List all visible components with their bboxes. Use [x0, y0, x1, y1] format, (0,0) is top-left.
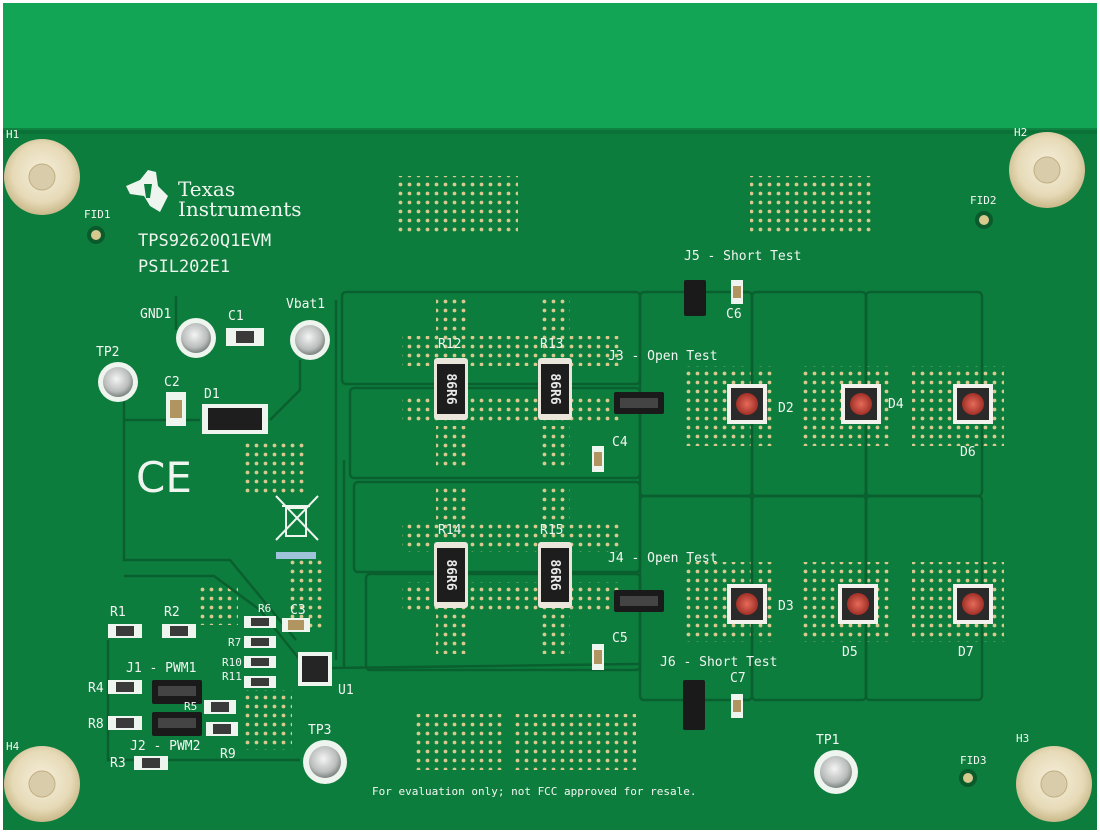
- label-r10: R10: [222, 656, 242, 669]
- label-c4: C4: [612, 435, 628, 450]
- label-d5: D5: [842, 645, 858, 660]
- label-r4: R4: [88, 681, 104, 696]
- label-d6: D6: [960, 445, 976, 460]
- weee-bin-icon: [275, 495, 319, 541]
- label-fid3: FID3: [960, 754, 987, 767]
- label-h1: H1: [6, 128, 19, 141]
- label-c2: C2: [164, 375, 180, 390]
- label-h4: H4: [6, 740, 20, 753]
- label-j2: J2 - PWM2: [130, 739, 200, 754]
- footer-note: For evaluation only; not FCC approved fo…: [372, 785, 697, 798]
- label-j3: J3 - Open Test: [608, 349, 718, 364]
- label-r14: R14: [438, 523, 462, 538]
- brand-line2: Instruments: [178, 197, 302, 221]
- smd-components: [108, 280, 743, 770]
- label-j4: J4 - Open Test: [608, 551, 718, 566]
- label-tp3: TP3: [308, 723, 331, 738]
- power-resistors: [434, 358, 572, 608]
- label-r3: R3: [110, 756, 126, 771]
- label-r9: R9: [220, 747, 236, 762]
- label-r7: R7: [228, 636, 241, 649]
- label-fid2: FID2: [970, 194, 997, 207]
- label-r12: R12: [438, 337, 461, 352]
- label-c5: C5: [612, 631, 628, 646]
- r14-marking: 86R6: [443, 559, 458, 590]
- label-r6: R6: [258, 602, 271, 615]
- ti-logo-icon: [126, 170, 168, 212]
- label-d4: D4: [888, 397, 904, 412]
- label-d7: D7: [958, 645, 974, 660]
- label-c1: C1: [228, 309, 244, 324]
- label-r5: R5: [184, 700, 197, 713]
- label-j1: J1 - PWM1: [126, 661, 196, 676]
- ce-mark: CE: [136, 453, 192, 502]
- label-h3: H3: [1016, 732, 1029, 745]
- label-c6: C6: [726, 307, 742, 322]
- label-fid1: FID1: [84, 208, 111, 221]
- label-tp2: TP2: [96, 345, 119, 360]
- label-r15: R15: [540, 523, 563, 538]
- label-r13: R13: [540, 337, 563, 352]
- label-c3: C3: [290, 603, 306, 618]
- label-j5: J5 - Short Test: [684, 249, 801, 264]
- brand-line1: Texas: [178, 177, 235, 201]
- board-model: TPS92620Q1EVM: [138, 231, 271, 251]
- label-gnd1: GND1: [140, 307, 171, 322]
- label-d3: D3: [778, 599, 794, 614]
- label-c7: C7: [730, 671, 746, 686]
- mounting-holes: [4, 132, 1092, 822]
- jumpers: [152, 280, 706, 736]
- r15-marking: 86R6: [547, 559, 562, 590]
- label-d2: D2: [778, 401, 794, 416]
- label-d1: D1: [204, 387, 220, 402]
- label-u1: U1: [338, 683, 354, 698]
- test-points: [98, 318, 858, 794]
- label-r2: R2: [164, 605, 180, 620]
- label-vbat1: Vbat1: [286, 297, 325, 312]
- r13-marking: 86R6: [547, 373, 562, 404]
- label-tp1: TP1: [816, 733, 839, 748]
- leds: [727, 384, 993, 624]
- fiducials: [87, 211, 993, 787]
- r12-marking: 86R6: [443, 373, 458, 404]
- label-h2: H2: [1014, 126, 1027, 139]
- label-r11: R11: [222, 670, 242, 683]
- pcb-top-strip: [3, 3, 1097, 143]
- label-r1: R1: [110, 605, 126, 620]
- board-pcb-id: PSIL202E1: [138, 257, 230, 277]
- label-r8: R8: [88, 717, 104, 732]
- label-j6: J6 - Short Test: [660, 655, 777, 670]
